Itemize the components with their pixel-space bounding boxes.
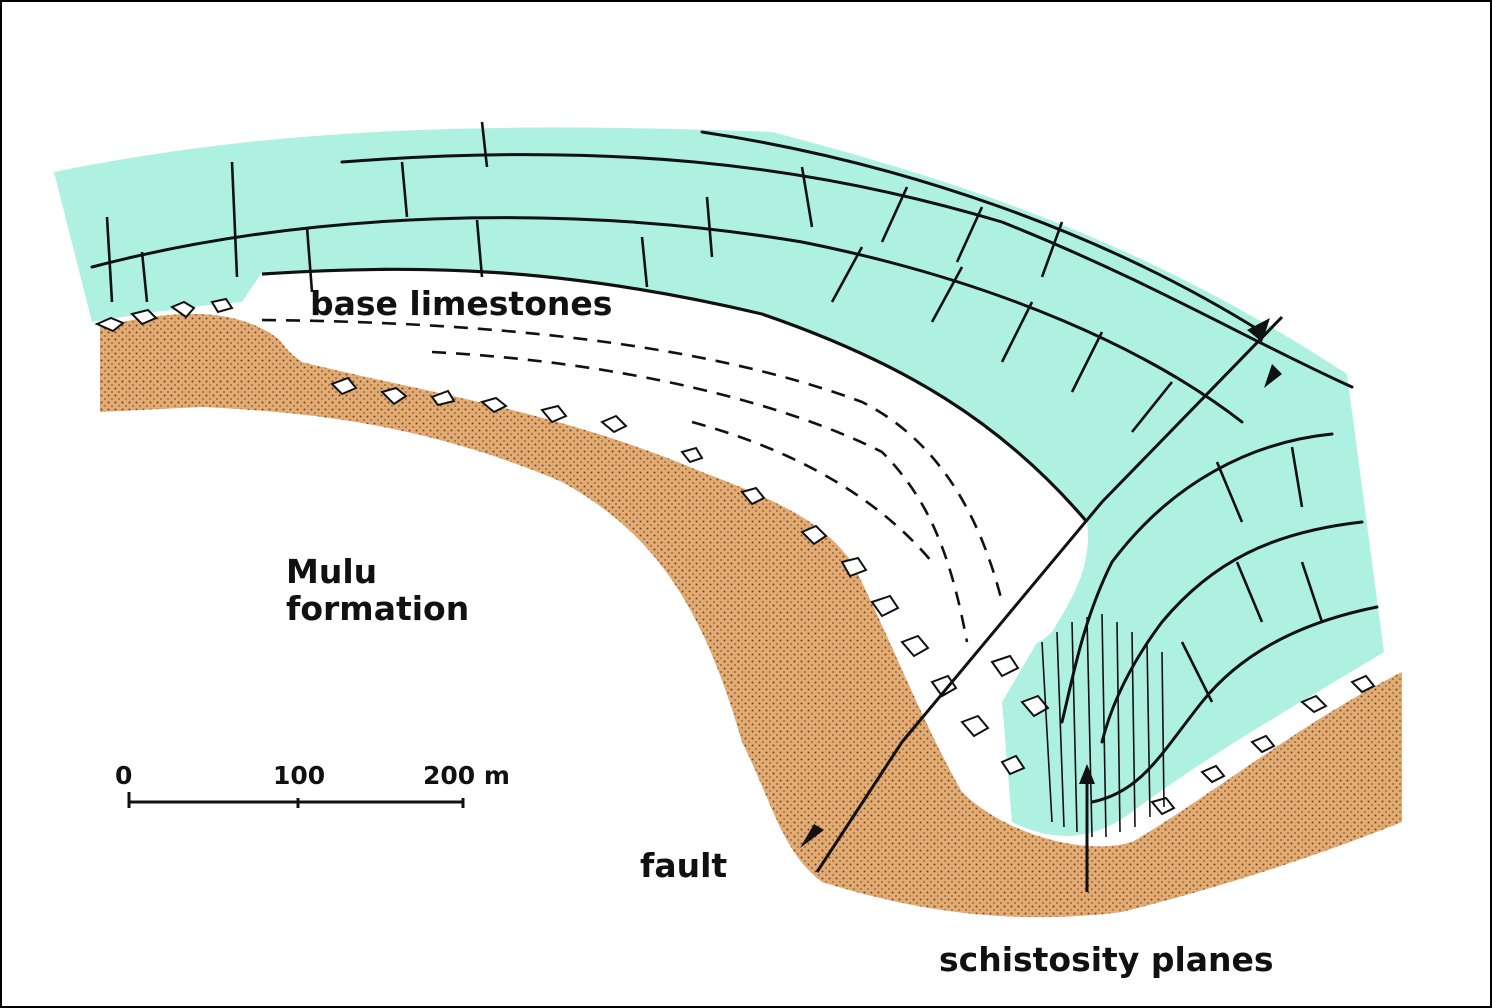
mulu-stipple-overlay [100,313,1402,918]
fault-arrow-upper-counter-icon [1264,364,1282,388]
scale-tick-label: 100 [273,761,326,790]
breccia-fragments [94,297,1376,816]
fault-line [815,315,1284,873]
label-mulu-line1: Mulu [286,552,378,591]
fault-arrow-upper-icon [1247,318,1270,342]
cross-joints [105,121,1324,703]
label-mulu-line2: formation [286,588,470,628]
schistosity-arrow-icon [1079,764,1095,784]
scale-bar [127,792,465,808]
scale-tick-label: 0 [115,761,133,790]
label-schistosity-planes: schistosity planes [939,940,1274,979]
bedding-lines [90,130,1379,804]
label-base-limestones: base limestones [310,284,613,323]
fault-arrow-lower-icon [800,824,824,848]
scale-tick-label: 200 m [423,761,510,790]
limestone-layer [54,127,1384,836]
label-fault: fault [640,846,728,885]
schistosity-lines [1041,613,1165,838]
dashed-internal-bedding [261,318,1004,643]
base-limestone-upper-contact [261,267,1089,524]
label-mulu-formation: Mulu formation [286,552,470,628]
